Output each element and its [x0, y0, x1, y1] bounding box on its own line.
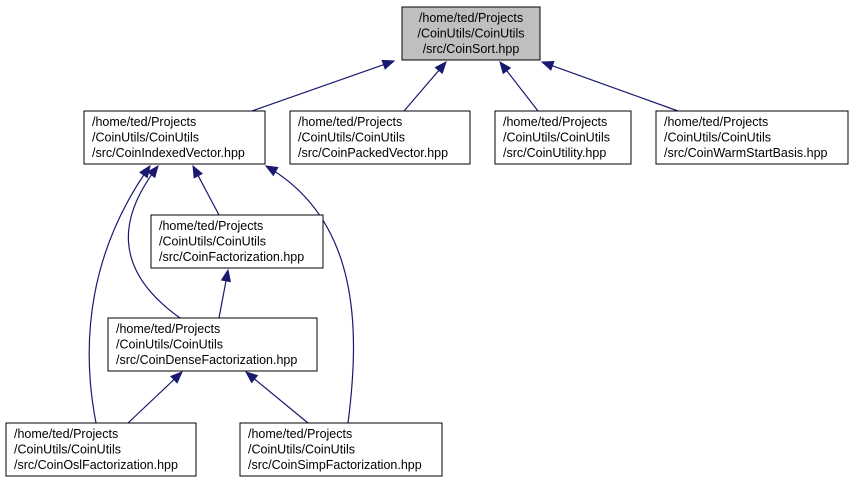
edge-arrowhead [499, 60, 512, 75]
node-box[interactable] [83, 110, 266, 165]
edge-line [127, 378, 176, 424]
edge-line [265, 165, 355, 424]
node-coindensefactorization[interactable]: /home/ted/Projects/CoinUtils/CoinUtils/s… [107, 317, 318, 372]
node-label-line: /src/CoinOslFactorization.hpp [14, 458, 178, 472]
edge-coinutility-to-coinsort [499, 60, 539, 112]
node-label-line: /src/CoinFactorization.hpp [159, 250, 304, 264]
edge-line [403, 69, 440, 112]
node-label-line: /home/ted/Projects [419, 11, 523, 25]
edge-coinoslfactorization-to-coindensefactorization [127, 371, 183, 424]
node-label-line: /home/ted/Projects [298, 115, 402, 129]
edge-arrowhead [381, 59, 396, 70]
edge-line [505, 69, 539, 112]
edge-coinsimpfactorization-to-coinindexedvector [264, 165, 355, 424]
edge-line [253, 377, 309, 424]
node-coinsimpfactorization[interactable]: /home/ted/Projects/CoinUtils/CoinUtils/s… [239, 422, 443, 477]
node-label-line: /src/CoinSimpFactorization.hpp [248, 458, 422, 472]
node-box[interactable] [494, 110, 632, 165]
edge-line [551, 64, 679, 112]
node-box[interactable] [655, 110, 849, 165]
edge-line [88, 165, 151, 424]
node-label-line: /src/CoinDenseFactorization.hpp [116, 353, 297, 367]
edges-layer [88, 59, 679, 424]
node-label-line: /src/CoinUtility.hpp [503, 146, 606, 160]
node-label-line: /CoinUtils/CoinUtils [92, 131, 199, 145]
edge-coindensefactorization-to-coinindexedvector [127, 164, 181, 319]
node-box[interactable] [401, 6, 541, 61]
node-label-line: /CoinUtils/CoinUtils [14, 443, 121, 457]
node-label-line: /src/CoinSort.hpp [423, 42, 520, 56]
node-box[interactable] [5, 422, 197, 477]
edge-coinsimpfactorization-to-coindensefactorization [244, 371, 309, 424]
node-label-line: /CoinUtils/CoinUtils [159, 235, 266, 249]
node-coinfactorization[interactable]: /home/ted/Projects/CoinUtils/CoinUtils/s… [150, 214, 324, 269]
node-label-line: /CoinUtils/CoinUtils [248, 443, 355, 457]
edge-arrowhead [146, 164, 159, 179]
node-label-line: /home/ted/Projects [14, 427, 118, 441]
edge-arrowhead [434, 60, 447, 75]
edge-arrowhead [244, 371, 259, 384]
node-coinpackedvector[interactable]: /home/ted/Projects/CoinUtils/CoinUtils/s… [289, 110, 471, 165]
node-label-line: /home/ted/Projects [664, 115, 768, 129]
node-label-line: /CoinUtils/CoinUtils [418, 27, 525, 41]
edge-arrowhead [192, 164, 204, 179]
node-coinoslfactorization[interactable]: /home/ted/Projects/CoinUtils/CoinUtils/s… [5, 422, 197, 477]
node-label-line: /src/CoinPackedVector.hpp [298, 146, 448, 160]
edge-arrowhead [264, 165, 279, 177]
node-label-line: /src/CoinIndexedVector.hpp [92, 146, 245, 160]
edge-coinpackedvector-to-coinsort [403, 60, 447, 112]
node-coinwarmstartbasis[interactable]: /home/ted/Projects/CoinUtils/CoinUtils/s… [655, 110, 849, 165]
node-coinsort[interactable]: /home/ted/Projects/CoinUtils/CoinUtils/s… [401, 6, 541, 61]
edge-coinwarmstartbasis-to-coinsort [540, 60, 679, 112]
node-label-line: /CoinUtils/CoinUtils [116, 338, 223, 352]
node-label-line: /CoinUtils/CoinUtils [664, 131, 771, 145]
node-box[interactable] [239, 422, 443, 477]
edge-line [218, 279, 227, 319]
node-label-line: /CoinUtils/CoinUtils [503, 131, 610, 145]
edge-arrowhead [220, 268, 232, 283]
node-label-line: /home/ted/Projects [503, 115, 607, 129]
node-label-line: /home/ted/Projects [159, 219, 263, 233]
edge-arrowhead [139, 164, 151, 179]
edge-coinfactorization-to-coinindexedvector [192, 164, 220, 216]
edge-line [127, 165, 181, 319]
node-label-line: /home/ted/Projects [116, 322, 220, 336]
node-label-line: /home/ted/Projects [92, 115, 196, 129]
node-label-line: /home/ted/Projects [248, 427, 352, 441]
node-box[interactable] [150, 214, 324, 269]
edge-line [251, 63, 385, 112]
edge-line [197, 174, 220, 216]
edge-coinoslfactorization-to-coinindexedvector [88, 164, 151, 424]
node-box[interactable] [107, 317, 318, 372]
edge-coindensefactorization-to-coinfactorization [218, 268, 232, 319]
edge-arrowhead [540, 60, 555, 71]
node-label-line: /src/CoinWarmStartBasis.hpp [664, 146, 828, 160]
node-coinutility[interactable]: /home/ted/Projects/CoinUtils/CoinUtils/s… [494, 110, 632, 165]
edge-arrowhead [170, 371, 183, 384]
edge-coinindexedvector-to-coinsort [251, 59, 396, 112]
nodes-layer: /home/ted/Projects/CoinUtils/CoinUtils/s… [5, 6, 849, 477]
node-box[interactable] [289, 110, 471, 165]
node-label-line: /CoinUtils/CoinUtils [298, 131, 405, 145]
node-coinindexedvector[interactable]: /home/ted/Projects/CoinUtils/CoinUtils/s… [83, 110, 266, 165]
